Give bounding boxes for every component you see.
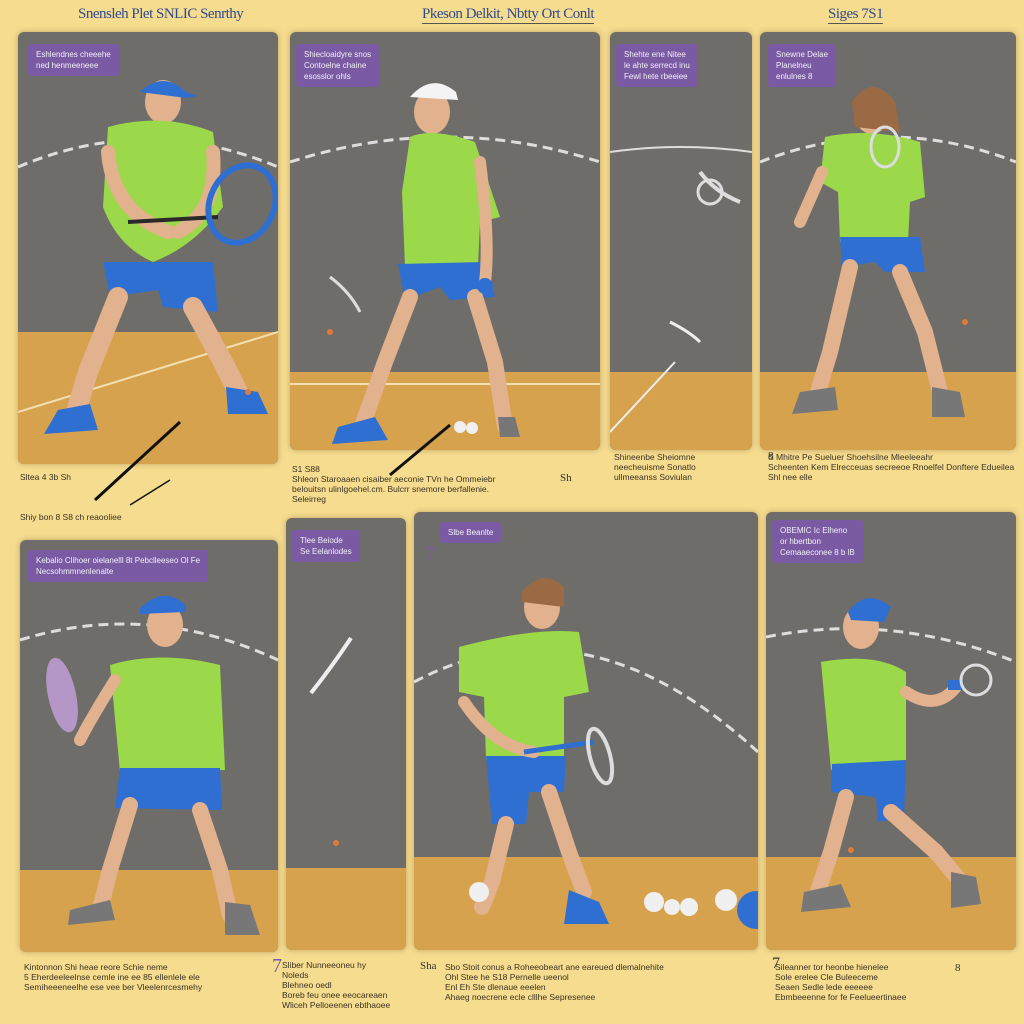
header-right-title: Siges 7S1	[828, 6, 884, 24]
panel-5-side-number: 8	[955, 962, 961, 974]
panel-8	[766, 512, 1016, 950]
panel-6-caption: Sliber Nunneeoneu hy Noleds Blehneo oedl…	[282, 960, 391, 1010]
panel-1-illustration	[18, 80, 278, 464]
panel-5-illustration	[20, 595, 278, 952]
panel-8-illustration	[766, 598, 1016, 950]
panel-3-caption: Shineenbe Sheiomne neecheuisme Sonatlo u…	[614, 452, 696, 482]
panel-7	[414, 512, 758, 950]
panel-2-caption: S1 S88 Shleon Staroaaen cisaiber aeconie…	[292, 464, 496, 504]
panel-4-ref: 8	[768, 450, 774, 462]
panel-4-caption: S Mhitre Pe Sueluer Shoehsilne Mleeleeah…	[768, 452, 1015, 482]
panel-6	[286, 518, 406, 950]
panel-6-step-number: 7	[272, 955, 282, 977]
panel-7-caption: Sbo Stoit conus a Roheeobeart ane eareue…	[445, 962, 664, 1002]
panel-5	[20, 540, 278, 952]
panel-3	[610, 32, 752, 450]
panel-6-tag: Tlee Beiode Se Eelanlodes	[292, 530, 360, 562]
panel-6-illustration	[286, 636, 406, 950]
panel-7-tag: Slbe Beanlte	[440, 522, 502, 543]
header-left-title: Snensleh Plet SNLIC Senrthy	[78, 6, 244, 22]
panel-2-tag: Shiecloaidyre snos Contoelne chaine esos…	[296, 44, 380, 87]
panel-4-illustration	[760, 87, 1016, 450]
panel-1-tag: Eshlendnes cheeehe ned henmeeneee	[28, 44, 119, 76]
panel-4	[760, 32, 1016, 450]
panel-8-caption: Sileanner tor heonbe hienelee Sole erele…	[775, 962, 907, 1002]
panel-5-side-label: Sha	[420, 960, 437, 972]
panel-8-step-number: 7	[772, 955, 780, 972]
panel-1-caption: Sltea 4 3b Sh Shiy bon 8 S8 ch reaooliee	[20, 472, 122, 522]
panel-8-tag: OBEMIC Ic Elheno or hbertbon Cemaaeconee…	[772, 520, 863, 563]
panel-7-step-number: 7	[425, 543, 435, 565]
stroke-arrow-2	[389, 423, 451, 477]
panel-3-illustration	[610, 146, 752, 450]
panel-7-illustration	[414, 578, 758, 950]
panel-1	[18, 32, 278, 464]
stroke-arrow-1	[93, 420, 182, 506]
panel-4-tag: Snewne Delae Planelneu enlulnes 8	[768, 44, 837, 87]
panel-3-ref: Sh	[560, 472, 572, 484]
panel-5-tag: Kebalio Clihoer oielanelll 8t Pebclleese…	[28, 550, 209, 582]
panel-5-caption: Kintonnon Shi heae reore Schie neme 5 Eh…	[24, 962, 203, 992]
panel-2-illustration	[290, 83, 600, 450]
panel-2	[290, 32, 600, 450]
panel-3-tag: Shehte ene Nitee le ahte serrecd inu Few…	[616, 44, 698, 87]
header-center-title: Pkeson Delkit, Nbtty Ort Conlt	[422, 6, 595, 24]
